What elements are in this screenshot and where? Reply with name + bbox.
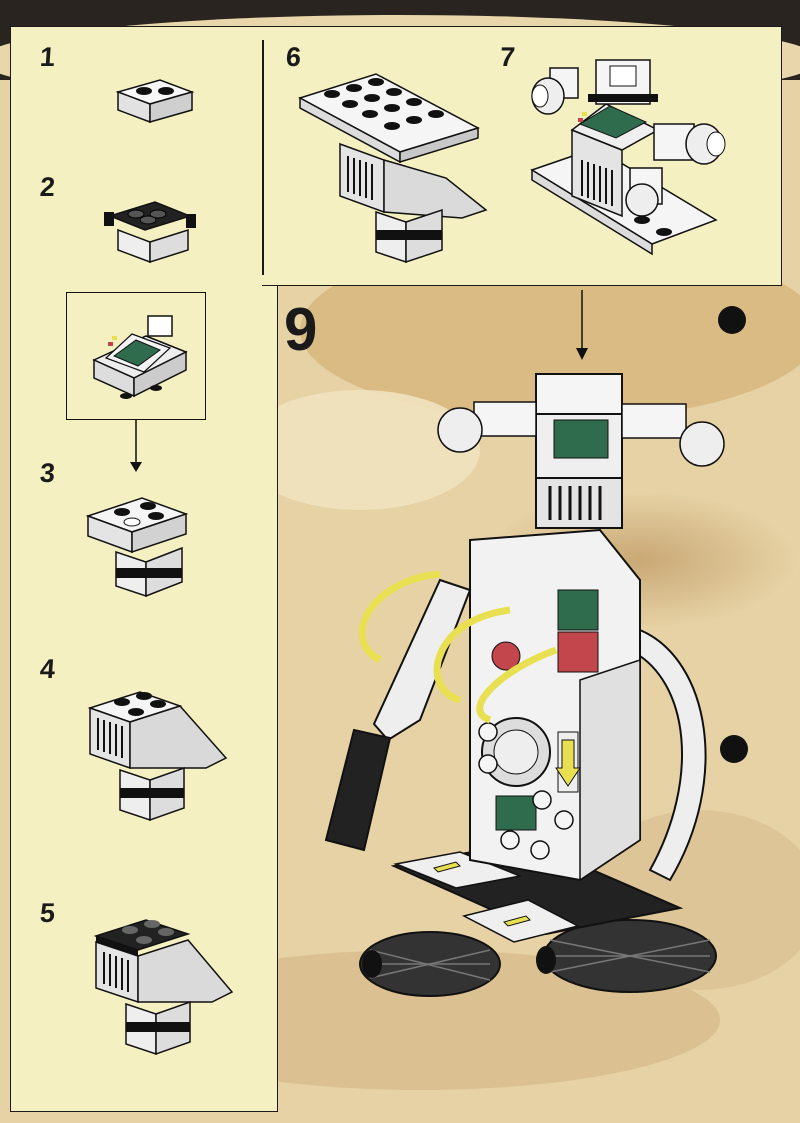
step-9-completed-robot-illustration xyxy=(324,373,725,997)
step-5-assembly-illustration xyxy=(93,919,234,1056)
step-7-assembly-illustration xyxy=(530,59,726,256)
step-3-assembly-illustration xyxy=(85,497,189,598)
step-number-3: 3 xyxy=(38,458,57,488)
computer-slope-illustration xyxy=(92,315,188,399)
step-6-assembly-illustration xyxy=(298,73,488,264)
step-number-1: 1 xyxy=(38,42,57,72)
step-2-hinge-illustration xyxy=(104,201,196,264)
step-number-6: 6 xyxy=(284,42,303,72)
step-7-to-9-arrow xyxy=(576,290,588,360)
computer-slope-callout-box xyxy=(66,292,206,420)
registration-dot xyxy=(718,306,746,334)
step-number-7: 7 xyxy=(498,42,517,72)
step-4-assembly-illustration xyxy=(87,691,228,822)
step-number-2: 2 xyxy=(38,172,57,202)
step-number-9: 9 xyxy=(284,296,317,363)
step-number-4: 4 xyxy=(38,654,57,684)
step-number-5: 5 xyxy=(38,898,57,928)
robot-treads xyxy=(359,919,717,997)
step-6-7-divider xyxy=(262,40,264,275)
step-1-brick-illustration xyxy=(115,79,195,124)
callout-arrow xyxy=(130,420,142,472)
registration-dot xyxy=(720,735,748,763)
